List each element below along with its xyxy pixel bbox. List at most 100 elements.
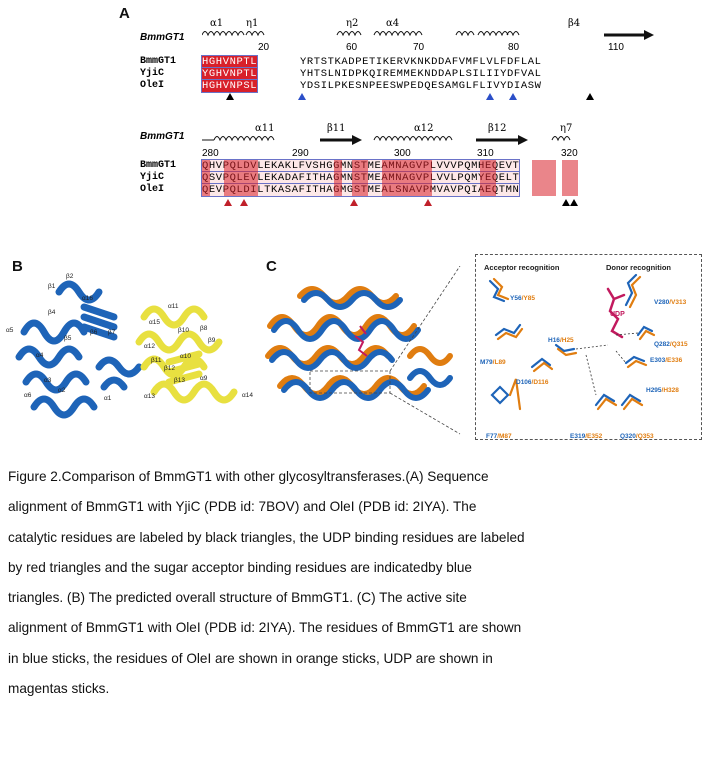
seq-right: YDSILPKESNPEESWPEDQESAMGLFLIVYDIASW	[300, 80, 542, 92]
seq-left: YGHVNPTL	[200, 67, 259, 81]
alignment-row: OleI HGHVNPSL YDSILPKESNPEESWPEDQESAMGLF…	[140, 79, 700, 93]
udp-sticks	[354, 325, 368, 357]
ss-label: α11	[255, 123, 275, 134]
panel-c-superposition	[265, 266, 461, 435]
pos-number: 310	[477, 148, 494, 159]
udp-molecule	[606, 287, 626, 339]
n-domain-ribbon	[15, 280, 143, 419]
svg-text:β7: β7	[108, 329, 116, 336]
residue-label: Q282/Q315	[654, 341, 688, 348]
svg-text:β1: β1	[48, 283, 56, 290]
svg-text:β9: β9	[208, 337, 216, 344]
caption-line: Figure 2.Comparison of BmmGT1 with other…	[8, 469, 489, 484]
ss-label: η7	[560, 123, 573, 134]
alignment-block-2: BmmGT1 QHVPQLDVLEKAKLFVSHGGMNSTMEAMNAGVP…	[140, 159, 700, 197]
donor-header: Donor recognition	[606, 263, 671, 272]
residue-label: D106/D116	[516, 379, 549, 386]
seq-right: YRTSTKADPETIKERVKNKDDAFVMFLVLFDFLAL	[300, 56, 542, 68]
conserved-columns	[202, 160, 578, 196]
svg-text:α16: α16	[82, 295, 93, 302]
figure-caption: Figure 2.Comparison of BmmGT1 with other…	[8, 462, 700, 704]
svg-text:α2: α2	[58, 387, 66, 394]
panel-b-structure: β2 β1 α16 β4 β6 β7 β5 α5 α4 α3 α2 α1 α6 …	[6, 273, 253, 419]
residue-label: V280/V313	[654, 299, 687, 306]
udp-triangle	[350, 199, 358, 206]
svg-text:α10: α10	[180, 353, 191, 360]
panel-b-label: B	[12, 258, 23, 275]
residue-label: H16/H25	[548, 337, 574, 344]
ss-label: η1	[246, 18, 259, 29]
pos-number: 300	[394, 148, 411, 159]
pos-number: 110	[608, 42, 624, 53]
svg-text:α9: α9	[200, 375, 208, 382]
seq-left: HGHVNPTL	[200, 55, 259, 69]
ss-labels-b: β2 β1 α16 β4 β6 β7 β5 α5 α4 α3 α2 α1 α6 …	[6, 273, 253, 402]
svg-text:β13: β13	[174, 377, 185, 384]
panel-c-label: C	[266, 258, 277, 275]
svg-text:β8: β8	[200, 325, 208, 332]
residue-label: H295/H328	[646, 387, 679, 394]
c-domain-ribbon	[135, 305, 238, 404]
catalytic-triangle	[226, 93, 234, 100]
seq-name: YjiC	[140, 172, 165, 183]
svg-text:α3: α3	[44, 377, 52, 384]
svg-text:α15: α15	[149, 319, 160, 326]
udp-triangle	[424, 199, 432, 206]
inset-sticks	[488, 273, 656, 411]
ss-label: α1	[210, 18, 224, 29]
ss-name-1: BmmGT1	[140, 32, 185, 43]
residue-label: Y56/Y85	[510, 295, 535, 302]
catalytic-triangle	[570, 199, 578, 206]
svg-text:α1: α1	[104, 395, 112, 402]
residue-label: M79/L89	[480, 359, 506, 366]
pos-number: 290	[292, 148, 309, 159]
caption-line: alignment of BmmGT1 with OleI (PDB id: 2…	[8, 620, 522, 636]
alignment-row: YjiC YGHVNPTL YHTSLNIDPKQIREMMEKNDDAPLSI…	[140, 67, 700, 81]
ss-label: β11	[327, 123, 346, 134]
svg-text:α5: α5	[6, 327, 14, 334]
sequence-alignment: BmmGT1 α1 η1 η2 α4 β4 20 60 70 80 110 Bm…	[140, 14, 700, 214]
svg-text:α12: α12	[144, 343, 155, 350]
ss-label: α12	[414, 123, 434, 134]
superposed-ribbons	[265, 286, 453, 401]
svg-text:β6: β6	[90, 329, 98, 336]
udp-triangle	[224, 199, 232, 206]
svg-text:β4: β4	[48, 309, 56, 316]
caption-line: by red triangles and the sugar acceptor …	[8, 559, 472, 575]
residue-label: E319/E352	[570, 433, 603, 440]
seq-name: BmmGT1	[140, 56, 177, 67]
alignment-block-1: BmmGT1 HGHVNPTL YRTSTKADPETIKERVKNKDDAFV…	[140, 55, 700, 93]
residue-label: F77/M87	[486, 433, 512, 440]
pos-number: 60	[346, 42, 358, 53]
acceptor-triangle	[298, 93, 306, 100]
pos-number: 70	[413, 42, 425, 53]
pos-number: 320	[561, 148, 578, 159]
svg-text:β10: β10	[178, 327, 189, 334]
alignment-row: BmmGT1 HGHVNPTL YRTSTKADPETIKERVKNKDDAFV…	[140, 55, 700, 69]
svg-text:α13: α13	[144, 393, 155, 400]
ss-name-2: BmmGT1	[140, 131, 185, 142]
svg-text:β12: β12	[164, 365, 175, 372]
pos-number: 20	[258, 42, 270, 53]
seq-right: YHTSLNIDPKQIREMMEKNDDAPLSILIIYDFVAL	[300, 68, 542, 80]
seq-name: YjiC	[140, 68, 165, 79]
ss-block-2	[202, 135, 571, 145]
caption-line: catalytic residues are labeled by black …	[8, 529, 525, 545]
svg-text:α4: α4	[36, 352, 44, 359]
pos-number: 80	[508, 42, 520, 53]
udp-triangle	[240, 199, 248, 206]
active-site-inset: Acceptor recognition Donor recognition	[475, 254, 702, 440]
acceptor-header: Acceptor recognition	[484, 263, 560, 272]
pos-number: 280	[202, 148, 219, 159]
caption-line: in blue sticks, the residues of OleI are…	[8, 650, 493, 666]
ss-label: η2	[346, 18, 359, 29]
acceptor-triangle	[486, 93, 494, 100]
ss-label: β4	[568, 18, 581, 29]
acceptor-triangle	[509, 93, 517, 100]
svg-text:α11: α11	[168, 303, 179, 310]
svg-text:β2: β2	[66, 273, 74, 280]
panel-a-label: A	[119, 5, 130, 22]
ss-label: α4	[386, 18, 400, 29]
udp-label: UDP	[610, 311, 625, 318]
residue-label: Q320/Q353	[620, 433, 654, 440]
